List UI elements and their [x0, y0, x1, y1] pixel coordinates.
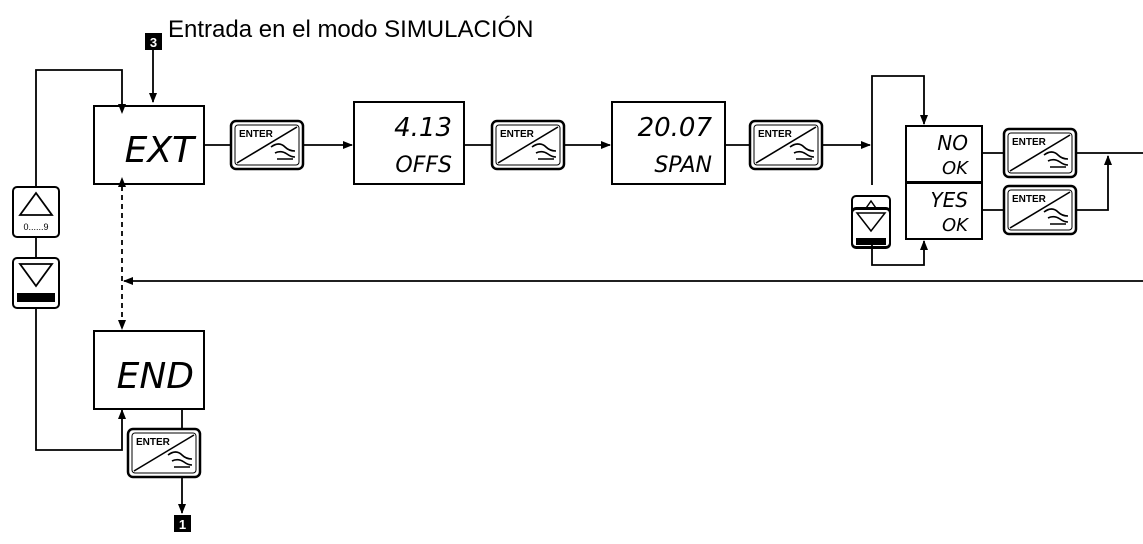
display-span [611, 101, 726, 185]
enter-key-yes[interactable]: ENTER [1002, 184, 1078, 236]
display-end-text: END [117, 356, 194, 397]
display-no-ok: OK [942, 158, 969, 179]
arrow-left-icon [856, 238, 886, 245]
display-span-value: 20.07 [638, 113, 713, 143]
display-no-text: NO [937, 131, 968, 155]
flow-connectors [35, 50, 1143, 514]
up-key-label: 0......9 [23, 222, 48, 232]
up-key[interactable]: 0......9 [12, 186, 60, 238]
enter-key-end[interactable]: ENTER [126, 427, 202, 479]
step-marker-entry [145, 33, 162, 50]
display-ext [93, 105, 205, 185]
display-offs [353, 101, 465, 185]
enter-key-3-label: ENTER [758, 129, 793, 140]
triangle-up-icon [18, 191, 54, 216]
step-marker-entry-label: 3 [150, 35, 157, 50]
enter-key-end-label: ENTER [136, 437, 171, 448]
enter-key-1-label: ENTER [239, 129, 274, 140]
enter-key-no-label: ENTER [1012, 137, 1047, 148]
enter-key-2[interactable]: ENTER [490, 119, 566, 171]
display-offs-value: 4.13 [394, 113, 452, 143]
step-marker-exit [174, 515, 191, 532]
mode-title: Entrada en el modo SIMULACIÓN [168, 16, 534, 43]
step-marker-exit-label: 1 [179, 517, 186, 532]
enter-key-1[interactable]: ENTER [229, 119, 305, 171]
enter-key-yes-label: ENTER [1012, 194, 1047, 205]
triangle-down-icon [18, 263, 54, 288]
enter-key-2-label: ENTER [500, 129, 535, 140]
down-key-small-face[interactable] [851, 208, 891, 248]
display-no [905, 125, 983, 183]
display-yes-text: YES [930, 188, 968, 212]
display-span-label: SPAN [654, 153, 712, 178]
down-key[interactable] [12, 257, 60, 309]
display-offs-label: OFFS [395, 153, 452, 178]
display-ext-text: EXT [125, 130, 197, 171]
arrow-left-icon [17, 293, 55, 302]
display-yes [905, 182, 983, 240]
display-end [93, 330, 205, 410]
enter-key-no[interactable]: ENTER [1002, 127, 1078, 179]
triangle-down-icon [855, 212, 887, 233]
enter-key-3[interactable]: ENTER [748, 119, 824, 171]
display-yes-ok: OK [942, 215, 969, 236]
